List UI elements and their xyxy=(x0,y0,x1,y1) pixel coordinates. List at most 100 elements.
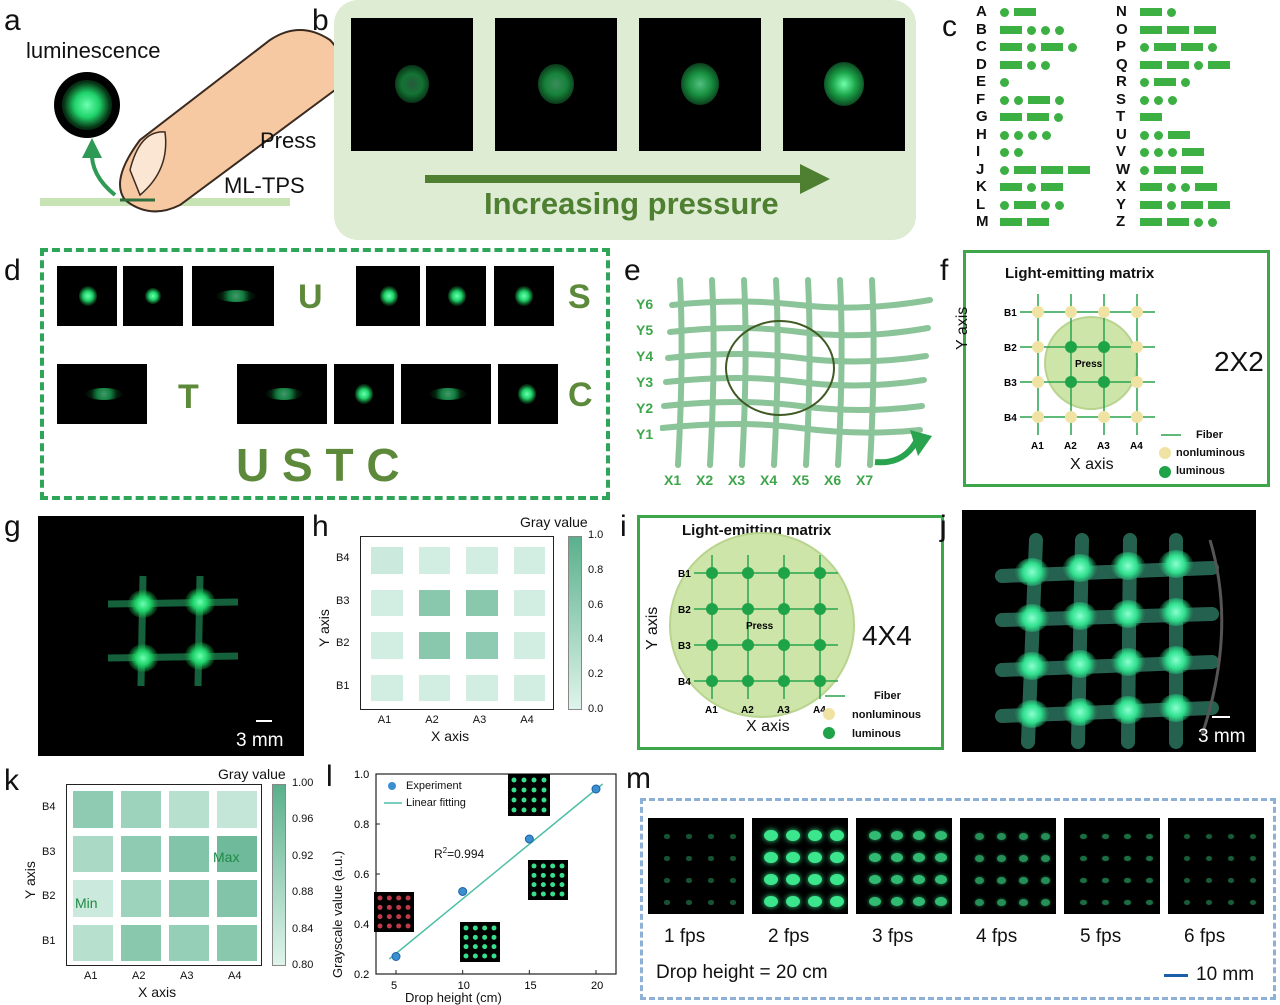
morse-row: X xyxy=(1116,179,1266,194)
glow-node xyxy=(730,900,736,905)
glow-node xyxy=(664,856,670,861)
morse-dash xyxy=(1208,200,1230,209)
glow-node xyxy=(764,896,778,908)
glow-node xyxy=(913,897,925,907)
legend-point xyxy=(388,782,396,790)
panel-label-b: b xyxy=(312,4,329,37)
morse-letter: F xyxy=(976,90,986,108)
morse-dash xyxy=(1000,183,1022,191)
nonluminous-node xyxy=(1131,306,1143,318)
glow-node xyxy=(830,830,844,842)
heatmap-frame xyxy=(360,536,554,710)
glow-node xyxy=(913,831,925,841)
morse-row: O xyxy=(1116,20,1266,38)
col-label: A1 xyxy=(705,705,718,716)
inset-dot xyxy=(405,895,411,901)
pressure-image xyxy=(639,18,761,151)
glow-node xyxy=(1040,854,1050,862)
morse-dash xyxy=(1154,43,1176,51)
row-label: B2 xyxy=(1004,343,1017,354)
fps-label: 2 fps xyxy=(768,926,810,947)
morse-dot xyxy=(1154,95,1163,105)
col-label: A2 xyxy=(132,970,146,982)
glow-node xyxy=(708,900,714,905)
col-label: A4 xyxy=(520,714,534,726)
glow-node xyxy=(1145,877,1153,884)
panel-label-l: l xyxy=(326,760,333,793)
morse-dash xyxy=(1140,113,1162,121)
fps-label: 1 fps xyxy=(664,926,706,947)
glow-node xyxy=(1123,855,1131,862)
inset-dot xyxy=(550,863,556,869)
pressure-image xyxy=(495,18,617,151)
glow-node xyxy=(1101,877,1109,884)
glow-spot xyxy=(824,62,864,106)
inset-dot xyxy=(550,891,556,897)
morse-letter: O xyxy=(1116,20,1128,38)
glow-node xyxy=(891,831,903,841)
y-tick-label: 0.2 xyxy=(354,969,369,981)
heatmap-cell xyxy=(169,791,209,828)
heatmap-cell xyxy=(121,924,161,961)
legend-nonluminous: nonluminous xyxy=(852,709,922,721)
inset-dot xyxy=(396,923,402,929)
data-point xyxy=(458,887,468,896)
glow-node xyxy=(996,832,1006,840)
ustc-frame xyxy=(40,248,610,500)
luminous-node xyxy=(814,675,826,687)
x-axis-label: X axis xyxy=(431,728,470,744)
glow-node xyxy=(686,856,692,861)
morse-dot xyxy=(1167,8,1176,17)
inset-dot xyxy=(531,777,537,783)
morse-letter: Q xyxy=(1116,55,1128,73)
glow-node xyxy=(974,898,984,906)
glow-node xyxy=(1250,878,1256,883)
colorbar-tick: 0.6 xyxy=(588,598,604,611)
glow-node xyxy=(1184,878,1190,883)
inset-dot xyxy=(482,953,488,959)
morse-letter: U xyxy=(1116,125,1127,143)
morse-dash-image xyxy=(237,364,327,424)
letter-t: T xyxy=(178,378,199,416)
panel-label-j: j xyxy=(940,510,947,543)
glow-node xyxy=(708,878,714,883)
glow-node xyxy=(786,896,800,908)
legend-luminous: luminous xyxy=(1176,465,1225,477)
morse-row: W xyxy=(1116,162,1266,177)
row-label: B1 xyxy=(1004,308,1017,319)
colorbar xyxy=(272,784,286,966)
morse-dot xyxy=(1055,25,1064,35)
panel-label-k: k xyxy=(4,764,19,797)
morse-dot xyxy=(1000,95,1009,105)
glow-node xyxy=(730,856,736,861)
letter-c: C xyxy=(568,376,593,414)
morse-dash xyxy=(1041,43,1063,51)
glow-node xyxy=(974,854,984,862)
morse-row: M xyxy=(976,214,1126,229)
glow-node xyxy=(1206,878,1212,883)
inset-dot xyxy=(482,934,488,940)
fps-image xyxy=(960,818,1056,914)
morse-dot xyxy=(1054,113,1063,122)
morse-dash xyxy=(1000,218,1022,226)
morse-dot xyxy=(1041,60,1050,70)
legend-experiment: Experiment xyxy=(406,780,462,792)
r-squared-label: R2=0.994 xyxy=(434,846,485,861)
scale-bar-j: 3 mm xyxy=(1198,726,1246,747)
morse-dash-image xyxy=(192,266,274,326)
luminous-node xyxy=(706,567,718,579)
scale-bar-m: 10 mm xyxy=(1196,964,1255,985)
heatmap-cell xyxy=(418,632,450,659)
heatmap-cell xyxy=(73,835,113,872)
morse-dash xyxy=(1140,218,1162,226)
glow-spot xyxy=(681,63,719,105)
glow-node xyxy=(869,875,881,885)
inset-dot xyxy=(511,777,517,783)
inset-dot xyxy=(559,891,565,897)
morse-dot xyxy=(1140,78,1149,87)
luminous-node xyxy=(1065,341,1077,353)
colorbar-tick: 0.96 xyxy=(292,813,314,826)
morse-dash xyxy=(1181,200,1203,209)
luminous-node xyxy=(778,675,790,687)
